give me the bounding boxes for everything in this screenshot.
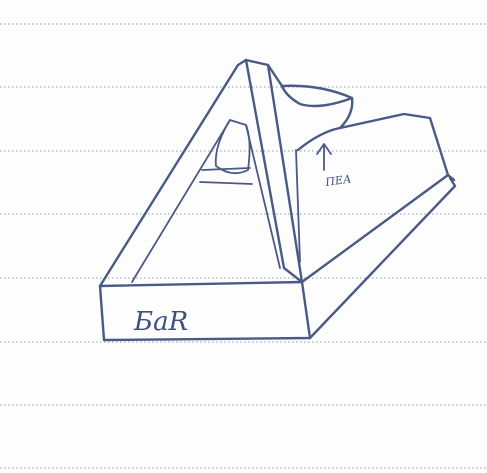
crossbar-lower (200, 182, 252, 184)
rear-block-curve (282, 86, 352, 106)
ruled-lines (0, 24, 487, 468)
arrow-label: ПЕА (324, 172, 353, 189)
rear-block-top (268, 65, 352, 150)
base-box-right-side (310, 178, 455, 338)
rear-block-side (340, 114, 448, 175)
arrow-annotation: ПЕА (317, 144, 352, 189)
triangle-right-outer (246, 60, 302, 282)
box-label: БаR (133, 307, 188, 337)
triangle-front-face (246, 60, 302, 282)
base-box-front (100, 282, 310, 340)
triangle-frame-drawing (100, 60, 302, 286)
triangle-left-outer (100, 60, 246, 286)
crossbar-upper (202, 168, 250, 170)
hanging-element (216, 120, 250, 173)
